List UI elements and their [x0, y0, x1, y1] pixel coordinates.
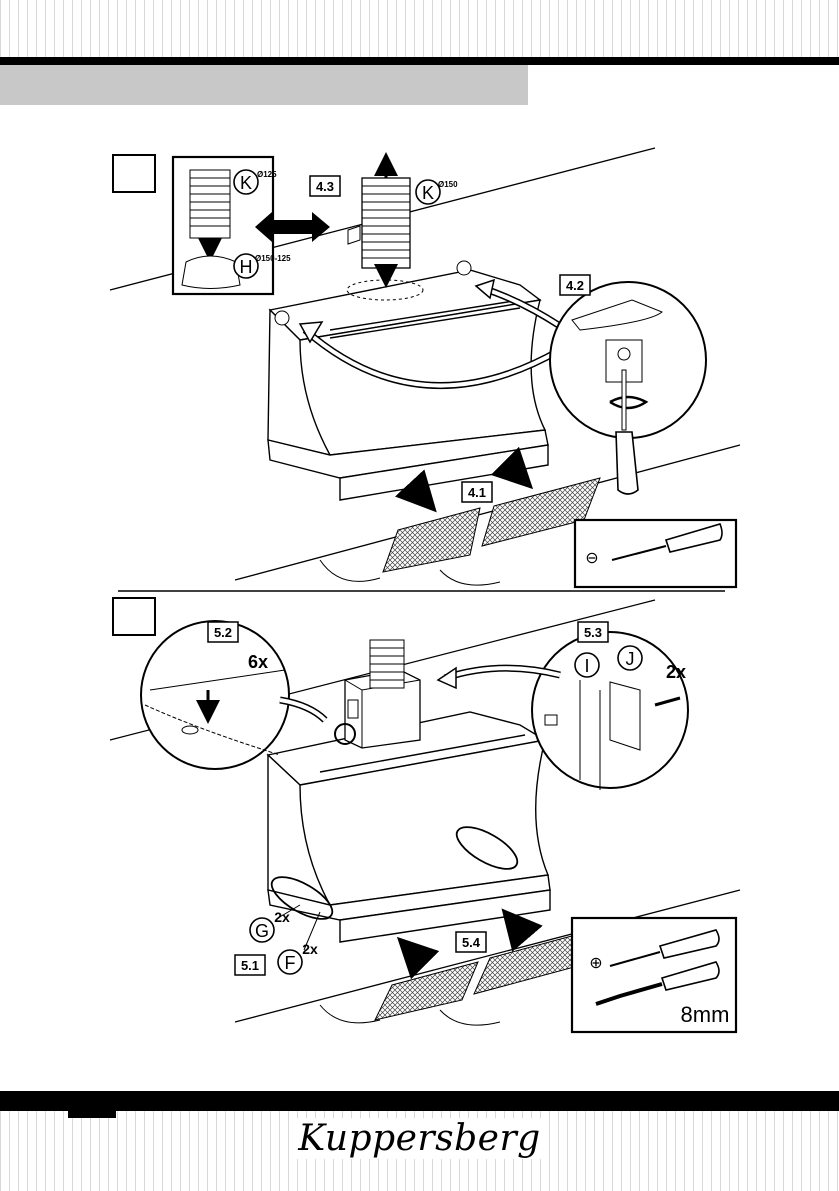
part-k-small-size: Ø125 [257, 170, 277, 179]
label-5-2: 5.2 [214, 625, 232, 640]
label-4-3: 4.3 [316, 179, 334, 194]
svg-text:J: J [626, 649, 635, 669]
brand-logo: Kuppersberg [0, 1118, 839, 1159]
step-a-number-box [112, 154, 156, 193]
screw-detail-circle [549, 281, 707, 495]
brand-logo-text: Kuppersberg [292, 1118, 547, 1159]
screwdriver-icon [615, 431, 639, 495]
label-4-1: 4.1 [468, 485, 486, 500]
header-rule [0, 57, 839, 65]
flat-screwdriver-icon [664, 523, 723, 553]
part-g-icon: G 2x [249, 909, 290, 943]
duct-small [181, 169, 241, 289]
duct-large [361, 152, 411, 288]
flat-screwdriver-symbol: ⊖ [585, 550, 598, 567]
grease-filter-left-b [374, 961, 479, 1021]
header-stripes [0, 0, 839, 57]
svg-text:F: F [285, 953, 296, 973]
socket-size: 8mm [681, 1002, 730, 1027]
phillips-screwdriver-icon [658, 929, 720, 959]
svg-text:G: G [255, 921, 269, 941]
floor-line [234, 444, 741, 581]
svg-text:K: K [422, 183, 434, 203]
label-4-2: 4.2 [566, 278, 584, 293]
swap-arrow-icon [255, 212, 330, 242]
section-title-bar [0, 65, 528, 105]
grease-filter-left [382, 507, 481, 573]
footer-rule [0, 1091, 839, 1111]
hood-body-b [266, 711, 551, 943]
page-number-tab [68, 1108, 116, 1118]
count-g-screws: 2x [274, 909, 290, 925]
svg-text:K: K [240, 173, 252, 193]
step-b-figure: 5.2 6x 5.3 I J 2x G 2x F [109, 597, 741, 1034]
hood-body-a [267, 269, 549, 501]
svg-text:I: I [584, 656, 589, 676]
count-bracket-screws: 2x [666, 662, 686, 682]
part-h-adapter-size: Ø150-125 [255, 254, 291, 263]
label-5-4: 5.4 [462, 935, 481, 950]
part-j-icon: J [617, 645, 643, 671]
phillips-screwdriver-symbol: ⊕ [589, 955, 602, 972]
wall-mark-detail [140, 620, 290, 770]
bracket-screw-detail [531, 631, 689, 790]
svg-text:H: H [240, 257, 253, 277]
motor-bracket [334, 639, 421, 749]
part-k-large-size: Ø150 [438, 180, 458, 189]
part-i-icon: I [574, 652, 600, 678]
nut-driver-icon [660, 961, 720, 991]
step-a-figure: K Ø125 H Ø150-125 K Ø150 4.3 [109, 147, 741, 589]
count-wall-marks: 6x [248, 652, 268, 672]
part-k-large-icon: K Ø150 [415, 179, 458, 205]
part-f-icon: F 2x [277, 941, 318, 975]
label-5-1: 5.1 [241, 958, 259, 973]
step-b-number-box [112, 597, 156, 636]
part-h-adapter-icon: H Ø150-125 [233, 253, 291, 279]
label-5-3: 5.3 [584, 625, 602, 640]
part-k-small-icon: K Ø125 [233, 169, 277, 195]
